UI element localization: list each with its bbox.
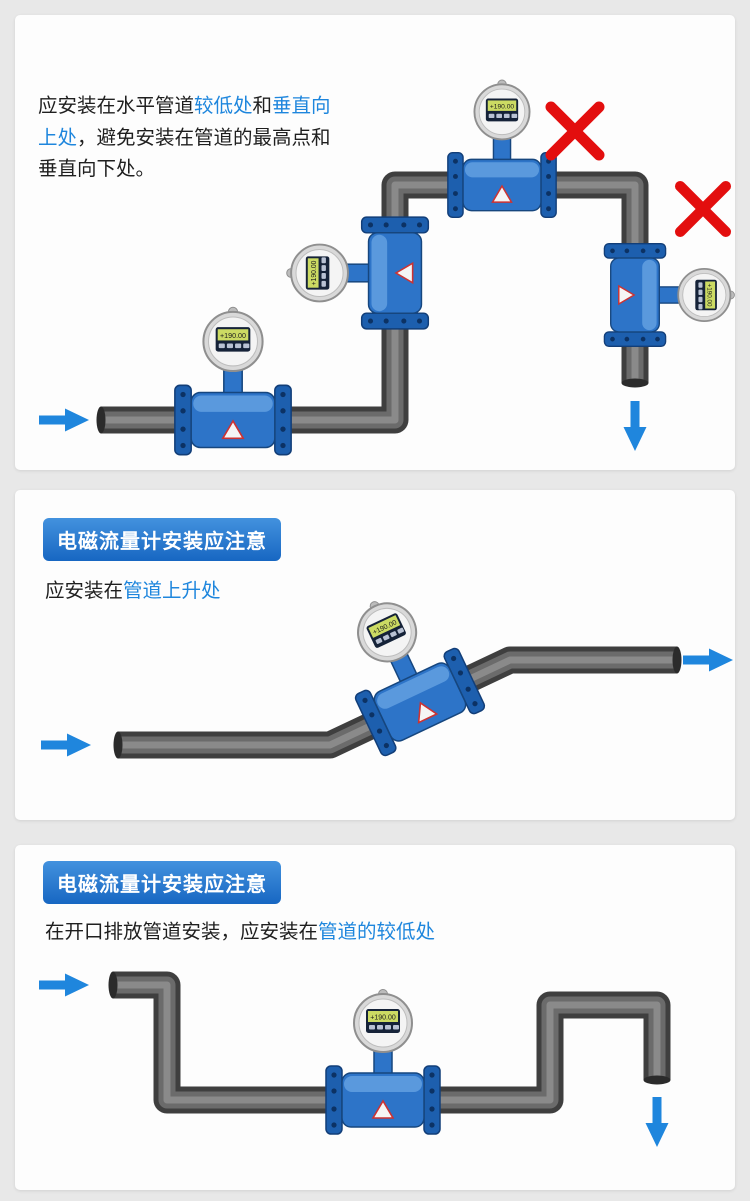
note-text: 和	[252, 95, 273, 117]
note-highlight: 管道上升处	[123, 580, 221, 602]
panel-installation-positions: 应安装在水平管道较低处和垂直向上处，避免安装在管道的最高点和垂直向下处。	[15, 15, 735, 470]
note-text: 在开口排放管道安装，应安装在	[45, 921, 319, 943]
pipe-open-end	[643, 1075, 671, 1085]
note-highlight: 管道的较低处	[318, 921, 436, 943]
panel2-diagram	[41, 576, 733, 759]
pipe	[108, 971, 671, 1114]
flow-direction-arrow-out	[683, 648, 733, 672]
note-text: ，避免安装在管道的最高点和垂直向下处。	[38, 126, 331, 181]
note-highlight: 垂直向上处	[38, 95, 331, 149]
pipe-open-end	[672, 646, 682, 674]
flow-direction-arrow-out	[645, 1097, 669, 1147]
panel-rising-pipe: 电磁流量计安装应注意 应安装在管道上升处	[15, 490, 735, 820]
pipe-open-end	[113, 731, 123, 759]
panel1-diagram	[39, 79, 735, 456]
flowmeter	[446, 79, 558, 219]
panel2-title-badge: 电磁流量计安装应注意	[43, 518, 281, 561]
panel1-note: 应安装在水平管道较低处和垂直向上处，避免安装在管道的最高点和垂直向下处。	[38, 91, 336, 186]
pipe-open-end	[96, 406, 106, 434]
pipe-open-end	[108, 971, 118, 999]
flow-direction-arrow-in	[39, 973, 89, 997]
flow-direction-arrow-in	[39, 408, 89, 432]
note-highlight: 较低处	[194, 95, 253, 117]
panel2-note: 应安装在管道上升处	[45, 574, 221, 603]
panel3-note: 在开口排放管道安装，应安装在管道的较低处	[45, 915, 435, 944]
pipe-open-end	[621, 378, 649, 388]
panel-open-discharge: 电磁流量计安装应注意 在开口排放管道安装，应安装在管道的较低处	[15, 845, 735, 1190]
panel3-diagram	[39, 971, 671, 1147]
wrong-position-cross-icon	[551, 107, 599, 155]
flowmeter	[325, 988, 441, 1135]
flowmeter	[285, 216, 430, 330]
panel3-title-badge: 电磁流量计安装应注意	[43, 861, 281, 904]
flow-direction-arrow-out	[623, 401, 647, 451]
note-text: 应安装在	[45, 580, 124, 602]
note-text: 应安装在水平管道	[38, 95, 195, 117]
flowmeter	[173, 306, 293, 456]
flowmeter	[603, 242, 735, 348]
flow-direction-arrow-in	[41, 733, 91, 757]
wrong-position-cross-icon	[680, 186, 726, 232]
